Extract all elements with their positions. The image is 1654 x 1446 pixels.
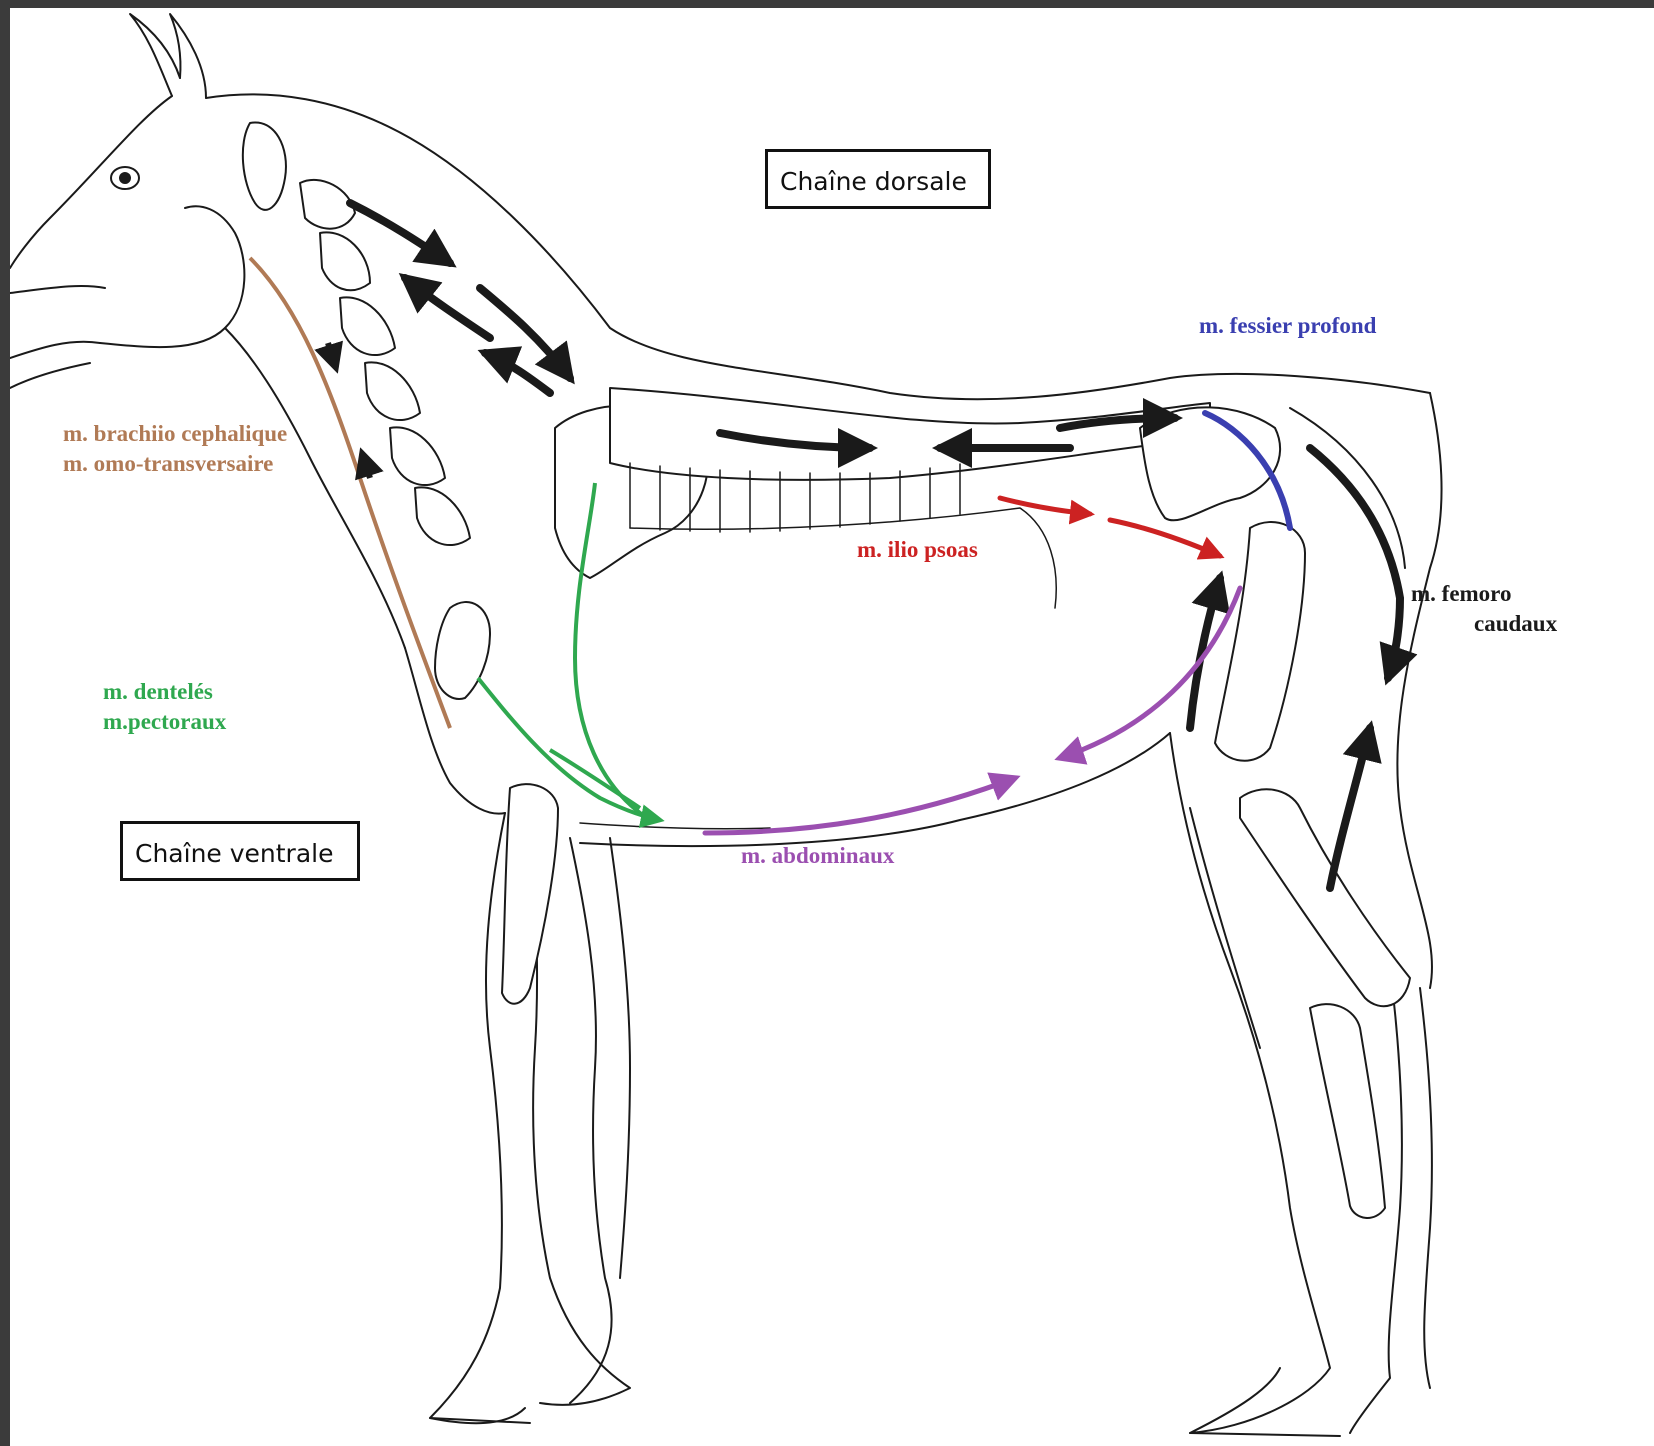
ventral-chain-label: Chaîne ventrale xyxy=(120,821,360,881)
fessier-profond-label: m. fessier profond xyxy=(1199,310,1376,341)
omo-transversaire-label: m. omo-transversaire xyxy=(63,448,273,479)
caudaux-label: caudaux xyxy=(1474,608,1557,639)
denteles-label: m. dentelés xyxy=(103,676,213,707)
diagram-canvas: Chaîne dorsale Chaîne ventrale m. brachi… xyxy=(10,8,1654,1446)
horse-muscle-chain-drawing xyxy=(10,8,1654,1446)
pectoraux-label: m.pectoraux xyxy=(103,706,226,737)
abdominaux-line xyxy=(705,588,1240,833)
dorsal-chain-label: Chaîne dorsale xyxy=(765,149,991,209)
brachio-cephalique-label: m. brachiio cephalique xyxy=(63,418,287,449)
femoro-label: m. femoro xyxy=(1411,578,1511,609)
abdominaux-label: m. abdominaux xyxy=(741,840,894,871)
ilio-psoas-label: m. ilio psoas xyxy=(857,534,978,565)
